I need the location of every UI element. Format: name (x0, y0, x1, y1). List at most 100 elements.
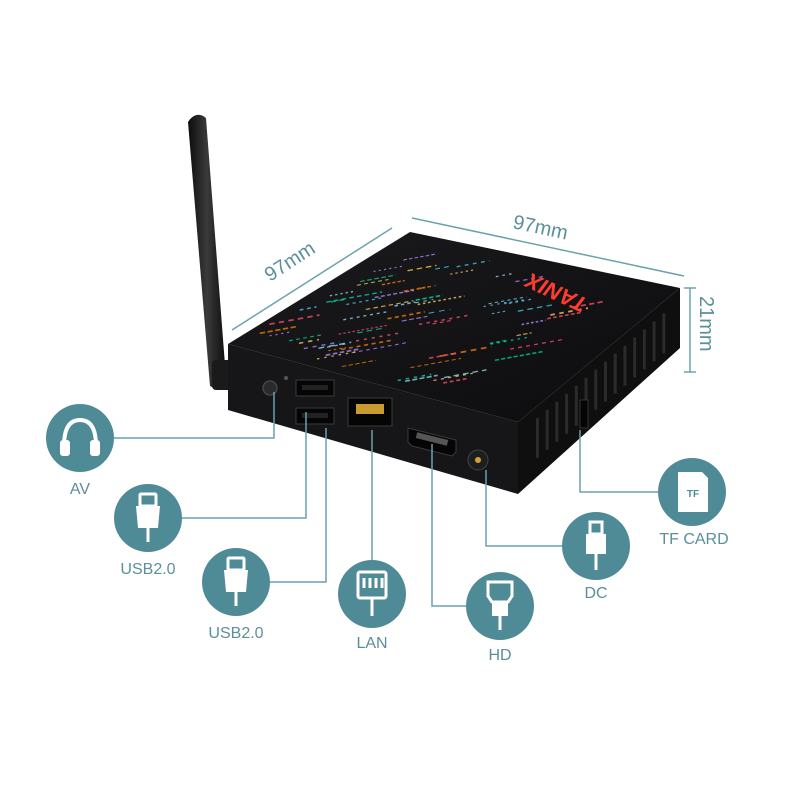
streak (415, 294, 443, 302)
top-streaks (259, 253, 604, 384)
box-top-face (228, 232, 680, 422)
lan-port (347, 397, 393, 427)
port-label-usb1: USB2.0 (120, 561, 175, 578)
streak (428, 308, 451, 314)
streak (504, 298, 528, 305)
streak (435, 265, 451, 270)
streak (387, 311, 425, 320)
hdmi-port (407, 427, 457, 457)
streak (443, 377, 468, 384)
streak (407, 264, 437, 272)
streak (326, 291, 383, 303)
dimension-lines (231, 217, 696, 373)
dimension-width-label: 97mm (511, 211, 570, 244)
streak (401, 315, 428, 322)
side-vents (535, 313, 666, 458)
hdmi-plug-icon (486, 580, 514, 630)
streak (329, 290, 357, 297)
streak (456, 260, 490, 268)
dimension-height-label: 21mm (695, 296, 717, 352)
tf-slot (579, 399, 589, 429)
port-label-lan: LAN (356, 635, 387, 652)
streak (325, 348, 361, 357)
streak (357, 327, 386, 334)
port-icon-usb1 (114, 484, 182, 552)
dc-port (467, 449, 489, 471)
streak (338, 324, 387, 335)
streak (381, 279, 405, 286)
streak (360, 274, 396, 283)
headphones-icon (60, 417, 100, 456)
streak (450, 269, 476, 275)
port-icon-av (46, 404, 114, 472)
streak (351, 342, 407, 354)
streak (269, 331, 292, 337)
streak (418, 314, 472, 326)
port-icon-hd (466, 572, 534, 640)
streak (343, 310, 389, 321)
streak (495, 273, 512, 278)
streak (419, 284, 436, 290)
port-icon-dc (562, 512, 630, 580)
streak (356, 278, 389, 286)
svg-text:TF: TF (687, 489, 699, 500)
antenna (188, 114, 232, 390)
ethernet-plug-icon (356, 570, 388, 616)
streak (303, 341, 340, 350)
streak (489, 339, 509, 345)
streak (403, 286, 426, 293)
streak (432, 319, 452, 325)
streak (404, 374, 438, 383)
port-label-dc: DC (584, 585, 607, 602)
usb-port-1 (295, 379, 335, 397)
port-icon-lan (338, 560, 406, 628)
streak (443, 369, 487, 379)
streak (491, 310, 507, 315)
port-label-av: AV (70, 481, 90, 498)
streak (397, 373, 432, 382)
port-label-usb2: USB2.0 (208, 625, 263, 642)
usb-plug-icon (224, 556, 248, 606)
port-label-tf: TF CARD (659, 531, 728, 548)
streak (494, 350, 545, 362)
streak (415, 299, 434, 304)
streak (365, 300, 414, 311)
tf-card-icon: TF (678, 472, 708, 512)
streak (515, 275, 544, 283)
streak (572, 300, 604, 309)
box-right-face (518, 288, 680, 494)
port-icon-usb2 (202, 548, 270, 616)
streak (550, 307, 589, 316)
streak (488, 296, 527, 305)
dimension-depth-label: 97mm (261, 237, 320, 286)
streak (440, 345, 492, 357)
port-icon-tf: TF (658, 458, 726, 526)
streak (517, 304, 554, 312)
streak (318, 341, 352, 349)
usb-plug-icon (136, 492, 160, 542)
streak (510, 338, 563, 350)
usb-port-2 (295, 407, 335, 425)
streak (326, 343, 346, 348)
dc-plug-icon (586, 520, 606, 570)
streak (410, 357, 462, 369)
streak (299, 306, 317, 311)
leader-lines (110, 392, 662, 607)
streak (428, 352, 457, 360)
streak (341, 359, 376, 368)
av-port (262, 380, 278, 396)
streak (521, 319, 546, 326)
streak (269, 314, 320, 326)
streak (374, 289, 415, 299)
tv-box: TANIX (228, 232, 680, 494)
streak (298, 338, 320, 345)
port-label-hd: HD (488, 647, 511, 664)
streak (516, 332, 532, 337)
streak (508, 297, 535, 305)
streak (289, 333, 325, 342)
streak (341, 339, 391, 351)
streak (259, 325, 298, 335)
streak (330, 298, 348, 303)
